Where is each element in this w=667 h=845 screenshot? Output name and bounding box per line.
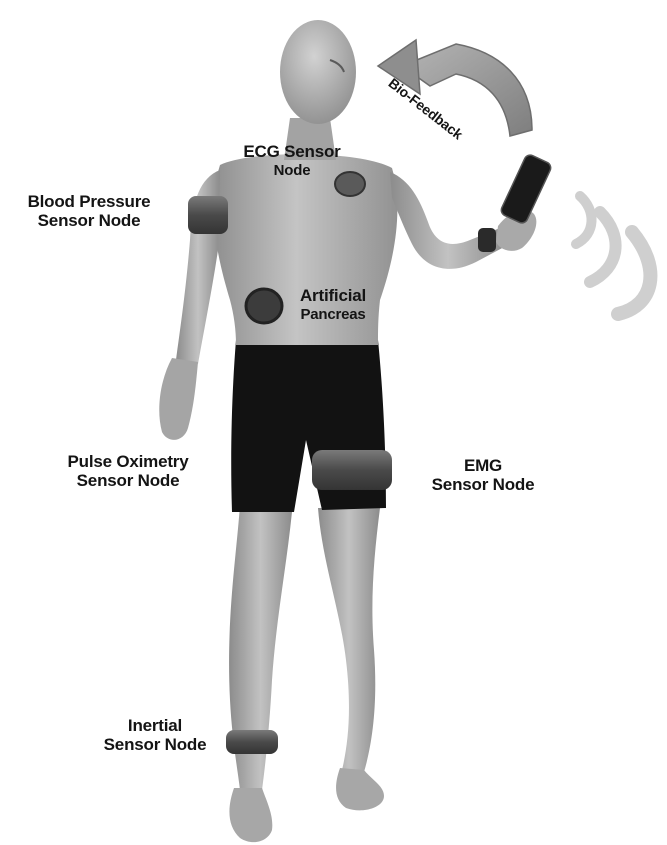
inertial-sensor-node-label: Inertial Sensor Node: [80, 716, 230, 754]
head: [280, 20, 356, 124]
artificial-pancreas-label: Artificial Pancreas: [278, 286, 388, 324]
blood-pressure-cuff: [188, 196, 228, 234]
left-leg: [229, 505, 292, 842]
smartphone: [499, 153, 552, 225]
emg-sensor-node-label: EMG Sensor Node: [418, 456, 548, 494]
inertial-sensor-band: [226, 730, 278, 754]
wireless-signal-icon: [576, 196, 650, 314]
wrist-band: [478, 228, 496, 252]
pulse-oximetry-label: Pulse Oximetry Sensor Node: [38, 452, 218, 490]
right-leg: [318, 508, 384, 810]
ecg-sensor-node-label: ECG Sensor Node: [222, 142, 362, 180]
emg-sensor-band: [312, 450, 392, 490]
blood-pressure-label: Blood Pressure Sensor Node: [2, 192, 176, 230]
artificial-pancreas-device: [246, 289, 282, 323]
